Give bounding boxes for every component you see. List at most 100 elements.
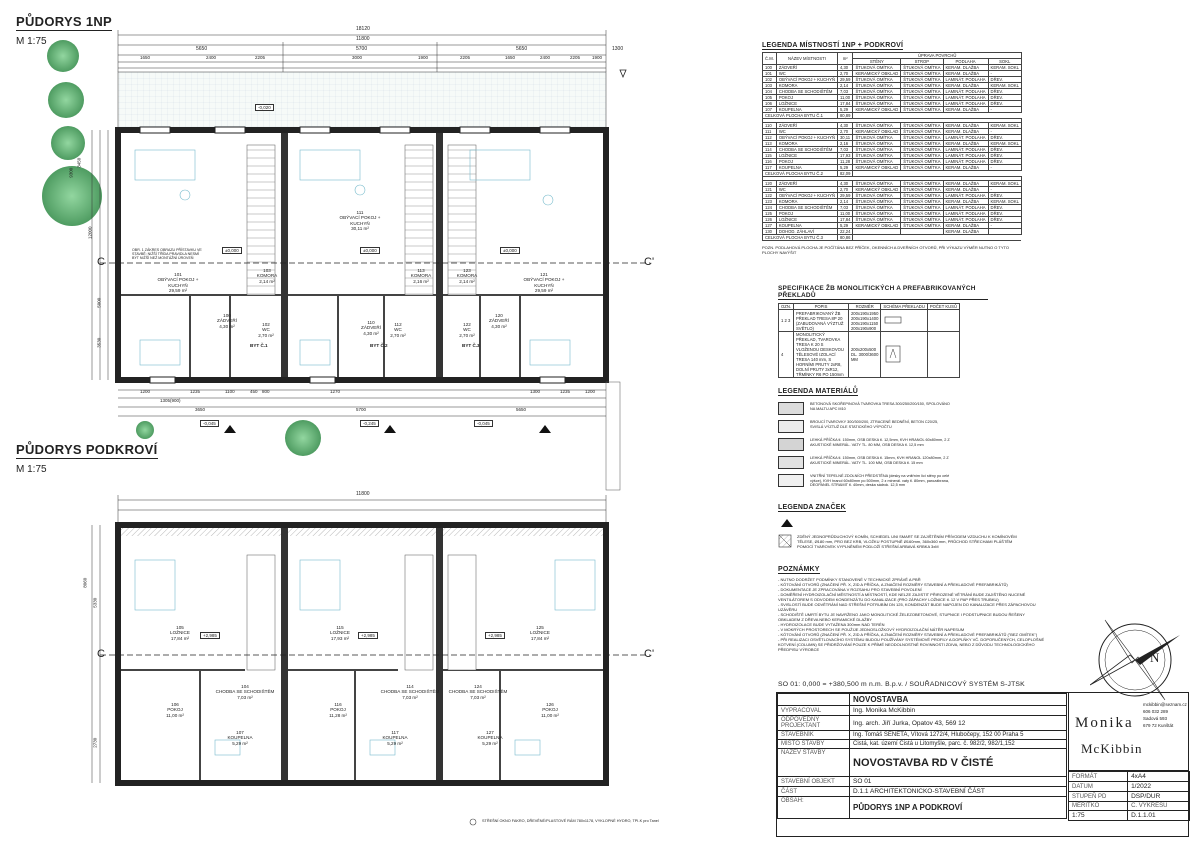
section-mark: C': [644, 648, 655, 660]
material-swatch: [778, 420, 804, 433]
entry-arrow-icon: [224, 425, 551, 433]
dim-inner: 11800: [356, 36, 370, 42]
tb-value: D.1.1 ARCHITEKTONICKO-STAVEBNÍ ČÁST: [849, 786, 1067, 797]
terrace: [117, 71, 607, 131]
outer-wall-2: [115, 522, 609, 786]
cell: [926, 309, 961, 332]
dim-label: 1200: [140, 389, 151, 394]
elevation-marker: ±0,000: [500, 247, 520, 255]
tb-label: FORMÁT: [1067, 771, 1129, 782]
plan-top-title: PŮDORYS 1NP: [16, 14, 113, 31]
dim-label: 5650: [196, 46, 208, 52]
cell: 80,86: [836, 234, 854, 241]
dim-label: 1900: [418, 55, 429, 60]
dim-label: 3450: [76, 157, 82, 168]
cell: LAMINÁT. PODLAHA: [942, 134, 989, 141]
dim-label: 2205: [570, 55, 581, 60]
cell: [926, 331, 961, 378]
cell: ŠTUKOVÁ OMÍTKA: [900, 180, 944, 187]
plan-top-scale: M 1:75: [16, 36, 47, 47]
material-item: BETONOVÁ SKOŘEPINOVÁ TVAROVKA TRESA 300/…: [778, 402, 958, 415]
dim-label: 3530: [96, 337, 102, 348]
cell: ŠTUKOVÁ OMÍTKA: [900, 198, 944, 205]
dim-label: 1200: [585, 389, 596, 394]
material-item: VNITŘNÍ TEPELNÉ ZDOLNÍCH PŘEDSTĚNA (desk…: [778, 474, 958, 488]
col-header: m²: [836, 52, 854, 65]
plan-note: OBR. 1 ZÁKRES OBRAZU PŘÍSTAVKU VE STAVBĚ…: [132, 248, 202, 260]
dim-label: 5000: [96, 297, 102, 308]
marks-title: LEGENDA ZNAČEK: [778, 504, 846, 512]
note-item: - NUTNO DODRŽET PODMÍNKY STANOVENÉ V TEC…: [778, 577, 921, 582]
lintel-spec: SPECIFIKACE ŽB MONOLITICKÝCH A PREFABRIK…: [777, 284, 988, 378]
cell: OBÝVACÍ POKOJ + KUCHYŇ: [775, 76, 838, 83]
cell: ŠTUKOVÁ OMÍTKA: [900, 94, 944, 101]
cell: ŠTUKOVÁ OMÍTKA: [900, 204, 944, 211]
dim-label: 2400: [206, 55, 217, 60]
note-item: - SVISLOSTÍ BUDE ODVĚTRÁNÍ NAD STŘEŠNÍ P…: [778, 602, 1036, 612]
furniture-2: [134, 559, 596, 756]
dim-label: 12000: [87, 226, 93, 239]
tb-label: ČÁST: [777, 786, 850, 797]
cell: ŠTUKOVÁ OMÍTKA: [900, 88, 944, 95]
cell: ŠTUKOVÁ OMÍTKA: [900, 128, 944, 135]
material-item: BROUCÍ TVAROVKY 300/300/200, ZTRACENÉ BE…: [778, 420, 958, 433]
cell: LAMINÁT. PODLAHA: [942, 192, 989, 199]
tb-label: OBSAH:: [777, 796, 850, 819]
dim-label: 1235: [190, 389, 201, 394]
cell: KERAM. SOKL: [987, 198, 1022, 205]
dim-label: 1650: [140, 55, 151, 60]
lintel-schema-icon: [880, 331, 928, 378]
party-wall: [436, 133, 443, 377]
tb-label: MÍSTO STAVBY: [777, 739, 850, 749]
logo-text: McKibbin: [1081, 741, 1143, 756]
material-swatch: [778, 402, 804, 415]
cell: ŠTUKOVÁ OMÍTKA: [900, 106, 944, 113]
room-legend-table: Č.M. NÁZEV MÍSTNOSTI m² ÚPRAVA POVRCHŮ S…: [762, 52, 1022, 241]
note-item: - KÓTOVÁNÍ OTVORŮ (ZNAČENÍ PŘ. X, ZID A …: [778, 632, 1038, 637]
note-item: - DOKUMENTACE JE ZPRACOVÁNA V ROZSAHU PR…: [778, 587, 922, 592]
cell: ŠTUKOVÁ OMÍTKA: [900, 152, 944, 159]
windows: [139, 126, 571, 384]
cell: 4: [777, 331, 795, 378]
dim-label: 9300: [68, 167, 74, 178]
dimension-lines-top-2: [117, 495, 607, 525]
cell: ŠTUKOVÁ OMÍTKA: [900, 146, 944, 153]
note-item: - SCHODIŠTĚ UMRTÍ BYTU JE NAVRŽENO JAKO …: [778, 612, 1025, 622]
party-wall: [281, 528, 288, 780]
note-item: - KÓTOVÁNÍ OTVORŮ (ZNAČENÍ PŘ. X, ZID A …: [778, 582, 1008, 587]
cell: KERAM. SOKL: [987, 140, 1022, 147]
materials-title: LEGENDA MATERIÁLŮ: [778, 388, 859, 396]
dim-label: 11800: [356, 491, 370, 497]
dimension-lines-left: [91, 130, 109, 380]
material-text: LEHKÁ PŘÍČKA tl. 150mm, OSB DESKA tl. 15…: [810, 456, 949, 465]
tb-label: STAVEBNÍK: [777, 730, 850, 740]
elevation-marker: +2,985: [358, 632, 378, 640]
cell: LAMINÁT. PODLAHA: [942, 158, 989, 165]
triangle-mark-icon: [781, 519, 793, 527]
tb-label: STAVEBNÍ OBJEKT: [777, 776, 850, 787]
cell: KERAMICKÝ OBKLAD: [852, 106, 902, 113]
dim-label: 5650: [516, 46, 528, 52]
lintel-spec-title: SPECIFIKACE ŽB MONOLITICKÝCH A PREFABRIK…: [778, 285, 988, 300]
note-item: - V MOKRÝCH PROSTORECH SE POUŽIJE JEDNOS…: [778, 627, 965, 632]
roof-edge: [121, 528, 603, 536]
